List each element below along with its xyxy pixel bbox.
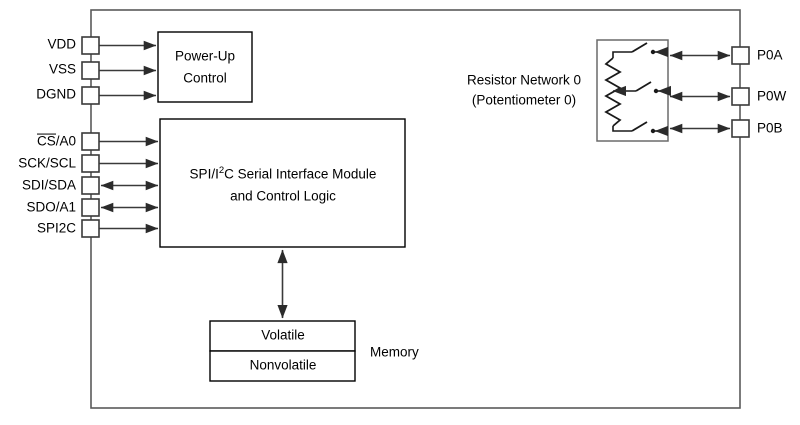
pin-square-p0b [731, 119, 750, 138]
memory-nonvolatile-label: Nonvolatile [249, 357, 317, 373]
memory-caption: Memory [370, 344, 419, 360]
switch-a-icon [631, 42, 656, 55]
wire-resistor-bottom-b [612, 126, 632, 132]
right-pin-squares [731, 46, 750, 138]
pin-square-p0a [731, 46, 750, 65]
power-up-control-line1: Power-Up [174, 48, 236, 64]
switch-b-icon [631, 121, 656, 134]
pin-label-spi2c: SPI2C [36, 220, 76, 236]
serial-interface-line2: and Control Logic [230, 188, 336, 204]
resistor-network-line1: Resistor Network 0 [466, 72, 582, 88]
memory-volatile-box [209, 320, 356, 352]
pin-label-p0b: P0B [757, 120, 783, 136]
pin-square-sck-scl [81, 154, 100, 173]
memory-nonvolatile-box [209, 350, 356, 382]
pin-label-sck-scl: SCK/SCL [18, 155, 76, 171]
pin-square-p0w [731, 87, 750, 106]
pin-label-dgnd: DGND [36, 86, 76, 102]
pin-label-cs-a0: CS/A0 [0, 133, 76, 151]
pin-label-sdi-sda: SDI/SDA [21, 177, 76, 193]
memory-volatile-label: Volatile [261, 327, 305, 343]
pin-label-p0w: P0W [757, 88, 787, 104]
pin-label-sdo-a1: SDO/A1 [26, 199, 76, 215]
power-up-control-line2: Control [183, 70, 227, 86]
serial-interface-line1-post: C Serial Interface Module [224, 166, 377, 182]
pin-square-sdi-sda [81, 176, 100, 195]
pin-square-vdd [81, 36, 100, 55]
pin-label-cs-overline: CS [36, 133, 56, 149]
serial-interface-line1-pre: SPI/I [189, 166, 219, 182]
pin-square-cs-a0 [81, 132, 100, 151]
pin-square-spi2c [81, 219, 100, 238]
pin-square-vss [81, 61, 100, 80]
serial-interface-line1: SPI/I2C Serial Interface Module [189, 165, 377, 184]
switch-w-icon [635, 81, 659, 94]
pin-label-cs-rest: /A0 [55, 133, 76, 149]
wire-resistor-top-a [612, 51, 632, 58]
serial-interface-superscript: 2 [218, 165, 225, 177]
pin-square-sdo-a1 [81, 198, 100, 217]
resistor-network-line2: (Potentiometer 0) [471, 92, 577, 108]
left-pin-squares [81, 36, 100, 238]
pin-label-vdd: VDD [47, 36, 76, 52]
power-up-control-box [157, 31, 253, 103]
serial-interface-box [159, 118, 406, 248]
pin-label-p0a: P0A [757, 47, 783, 63]
pin-square-dgnd [81, 86, 100, 105]
pin-label-vss: VSS [48, 61, 76, 77]
